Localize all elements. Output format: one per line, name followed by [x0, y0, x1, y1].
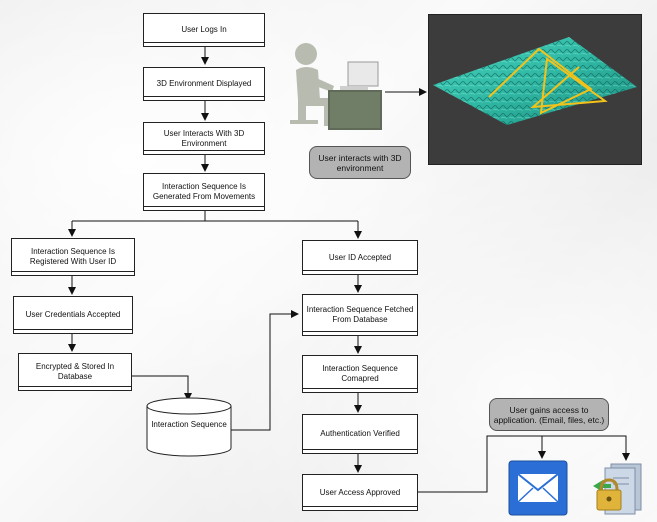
- step-user-interacts: User Interacts With 3D Environment: [143, 122, 265, 155]
- step-compared: Interaction Sequence Comapred: [302, 355, 418, 393]
- database-label: Interaction Sequence: [151, 420, 227, 429]
- step-credentials-accepted: User Credentials Accepted: [13, 296, 133, 334]
- step-label: 3D Environment Displayed: [156, 79, 252, 88]
- step-label: User ID Accepted: [328, 252, 392, 262]
- step-access-approved: User Access Approved: [302, 474, 418, 511]
- database-cylinder: [146, 397, 232, 457]
- step-env-displayed: 3D Environment Displayed: [143, 67, 265, 101]
- step-sequence-generated: Interaction Sequence Is Generated From M…: [143, 173, 265, 211]
- step-registered: Interaction Sequence Is Registered With …: [11, 238, 135, 276]
- step-encrypted-stored: Encrypted & Stored In Database: [18, 353, 132, 391]
- step-label: Interaction Sequence Is Registered With …: [29, 247, 117, 266]
- step-label: User Logs In: [181, 25, 227, 34]
- step-user-logs-in: User Logs In: [143, 13, 265, 47]
- step-label: User Access Approved: [319, 487, 401, 497]
- step-label: User Credentials Accepted: [25, 310, 121, 319]
- locked-files-icon: [593, 463, 642, 515]
- email-envelope-icon: [508, 460, 568, 516]
- user-at-computer-icon: [290, 43, 382, 130]
- callout-interacts: User interacts with 3D environment: [309, 146, 411, 179]
- step-label: Interaction Sequence Comapred: [322, 364, 398, 383]
- step-label: Interaction Sequence Fetched From Databa…: [306, 305, 414, 324]
- callout-gains-access: User gains access to application. (Email…: [489, 398, 609, 431]
- step-label: User Interacts With 3D Environment: [163, 128, 245, 148]
- 3d-environment-screenshot: [428, 14, 642, 165]
- step-label: Interaction Sequence Is Generated From M…: [152, 182, 256, 201]
- callout-text: User gains access to application. (Email…: [493, 404, 605, 425]
- step-user-id-accepted: User ID Accepted: [302, 240, 418, 275]
- step-label: Authentication Verified: [320, 429, 400, 438]
- callout-text: User interacts with 3D environment: [318, 152, 402, 173]
- step-auth-verified: Authentication Verified: [302, 414, 418, 454]
- step-fetched: Interaction Sequence Fetched From Databa…: [302, 294, 418, 336]
- step-label: Encrypted & Stored In Database: [35, 362, 115, 381]
